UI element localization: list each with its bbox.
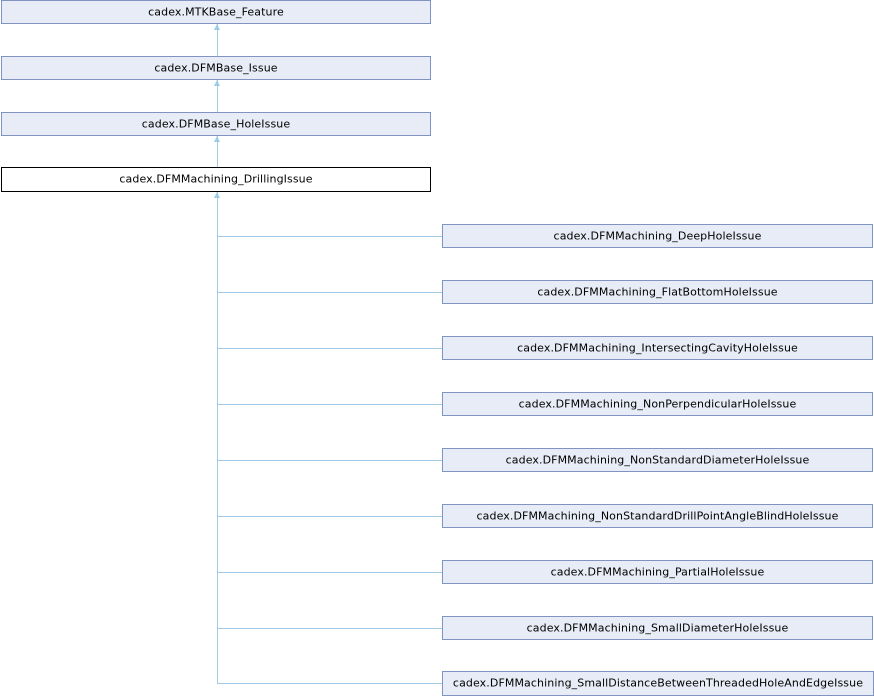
class-node-cadex-dfmbase-holeissue[interactable]: cadex.DFMBase_HoleIssue — [1, 112, 431, 136]
class-node-cadex-dfmmachining-deepholeissue[interactable]: cadex.DFMMachining_DeepHoleIssue — [442, 224, 873, 248]
inheritance-arrowhead-up-0 — [214, 24, 220, 30]
class-node-cadex-dfmmachining-nonperpendicularholeissue[interactable]: cadex.DFMMachining_NonPerpendicularHoleI… — [442, 392, 873, 416]
inheritance-branch-line-3 — [217, 404, 442, 405]
inheritance-arrowhead-up-3 — [214, 192, 220, 198]
inheritance-arrowhead-up-2 — [214, 136, 220, 142]
inheritance-branch-line-8 — [217, 683, 442, 684]
class-node-label: cadex.MTKBase_Feature — [148, 5, 284, 18]
inheritance-branch-line-2 — [217, 348, 442, 349]
class-node-cadex-mtkbase-feature[interactable]: cadex.MTKBase_Feature — [1, 0, 431, 24]
class-node-label: cadex.DFMMachining_PartialHoleIssue — [550, 565, 765, 578]
class-node-cadex-dfmmachining-flatbottomholeissue[interactable]: cadex.DFMMachining_FlatBottomHoleIssue — [442, 280, 873, 304]
inheritance-arrow-line-1 — [217, 80, 218, 112]
class-node-cadex-dfmmachining-smalldiameterholeissue[interactable]: cadex.DFMMachining_SmallDiameterHoleIssu… — [442, 616, 873, 640]
class-node-cadex-dfmmachining-partialholeissue[interactable]: cadex.DFMMachining_PartialHoleIssue — [442, 560, 873, 584]
inheritance-arrow-line-0 — [217, 24, 218, 56]
inheritance-arrow-line-3 — [217, 192, 218, 208]
class-node-label: cadex.DFMMachining_FlatBottomHoleIssue — [537, 285, 778, 298]
inheritance-branch-line-1 — [217, 292, 442, 293]
class-node-label: cadex.DFMMachining_SmallDiameterHoleIssu… — [526, 621, 789, 634]
class-node-cadex-dfmmachining-nonstandarddiameterholeissue[interactable]: cadex.DFMMachining_NonStandardDiameterHo… — [442, 448, 873, 472]
class-node-label: cadex.DFMMachining_NonStandardDrillPoint… — [476, 509, 839, 522]
class-node-label: cadex.DFMMachining_NonPerpendicularHoleI… — [518, 397, 797, 410]
class-node-label: cadex.DFMMachining_SmallDistanceBetweenT… — [452, 676, 864, 690]
class-node-cadex-dfmmachining-smalldistancebetweenthreadedholeandedgeissue[interactable]: cadex.DFMMachining_SmallDistanceBetweenT… — [442, 671, 874, 696]
inheritance-branch-line-0 — [217, 236, 442, 237]
inheritance-branch-line-7 — [217, 628, 442, 629]
inheritance-branch-line-6 — [217, 572, 442, 573]
class-node-cadex-dfmmachining-intersectingcavityholeissue[interactable]: cadex.DFMMachining_IntersectingCavityHol… — [442, 336, 873, 360]
inheritance-arrowhead-up-1 — [214, 80, 220, 86]
inheritance-branch-line-4 — [217, 460, 442, 461]
class-node-cadex-dfmmachining-drillingissue[interactable]: cadex.DFMMachining_DrillingIssue — [1, 167, 431, 192]
class-node-label: cadex.DFMMachining_DrillingIssue — [119, 172, 313, 186]
inheritance-arrow-line-2 — [217, 136, 218, 167]
class-node-label: cadex.DFMBase_HoleIssue — [141, 117, 291, 130]
class-node-cadex-dfmbase-issue[interactable]: cadex.DFMBase_Issue — [1, 56, 431, 80]
inheritance-trunk-line — [217, 192, 218, 683]
class-node-label: cadex.DFMMachining_DeepHoleIssue — [553, 229, 762, 242]
class-node-cadex-dfmmachining-nonstandarddrillpointangleblindholeissue[interactable]: cadex.DFMMachining_NonStandardDrillPoint… — [442, 504, 873, 528]
inheritance-branch-line-5 — [217, 516, 442, 517]
class-node-label: cadex.DFMBase_Issue — [154, 61, 278, 74]
class-node-label: cadex.DFMMachining_NonStandardDiameterHo… — [505, 453, 810, 466]
class-node-label: cadex.DFMMachining_IntersectingCavityHol… — [517, 341, 798, 354]
